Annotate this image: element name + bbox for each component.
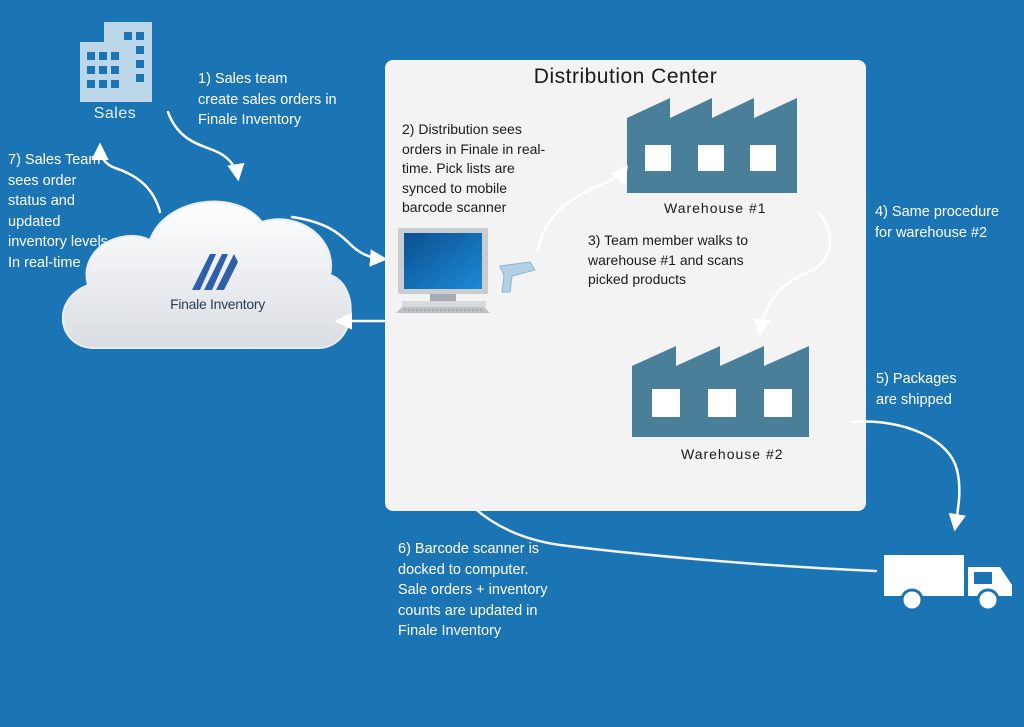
barcode-scanner-icon (499, 261, 536, 293)
arrow-warehouse1-to-warehouse2 (753, 210, 831, 337)
finale-inventory-label: Finale Inventory (170, 296, 265, 312)
step-3-text: 3) Team member walks to warehouse #1 and… (588, 232, 749, 287)
cloud-icon (62, 200, 352, 349)
warehouse-1-label: Warehouse #1 (664, 200, 767, 216)
finale-logo-icon (192, 254, 238, 290)
sales-label: Sales (93, 105, 137, 122)
arrow-cloud-to-computer (290, 215, 388, 267)
arrow-warehouse2-to-truck (850, 420, 966, 532)
delivery-truck-icon (884, 555, 1012, 612)
step-4-text: 4) Same procedure for warehouse #2 (875, 204, 1000, 241)
warehouse-1-icon (627, 98, 797, 193)
step-2-text: 2) Distribution sees orders in Finale in… (402, 121, 546, 215)
step-1-text: 1) Sales team create sales orders in Fin… (198, 71, 337, 128)
desktop-computer-icon (396, 228, 490, 313)
arrow-cloud-to-sales (91, 142, 162, 214)
arrow-truck-to-computer (413, 330, 878, 573)
arrow-sales-to-cloud (166, 110, 245, 182)
step-7-text: 7) Sales Team sees order status and upda… (8, 152, 108, 271)
distribution-center-title: Distribution Center (533, 65, 718, 88)
step-6-text: 6) Barcode scanner is docked to computer… (398, 541, 548, 639)
step-5-text: 5) Packages are shipped (876, 371, 957, 408)
arrow-scanner-to-warehouse1 (536, 165, 629, 252)
warehouse-2-icon (632, 346, 809, 437)
office-building-icon (80, 22, 152, 102)
warehouse-2-label: Warehouse #2 (681, 446, 784, 462)
flow-arrows (91, 110, 966, 573)
